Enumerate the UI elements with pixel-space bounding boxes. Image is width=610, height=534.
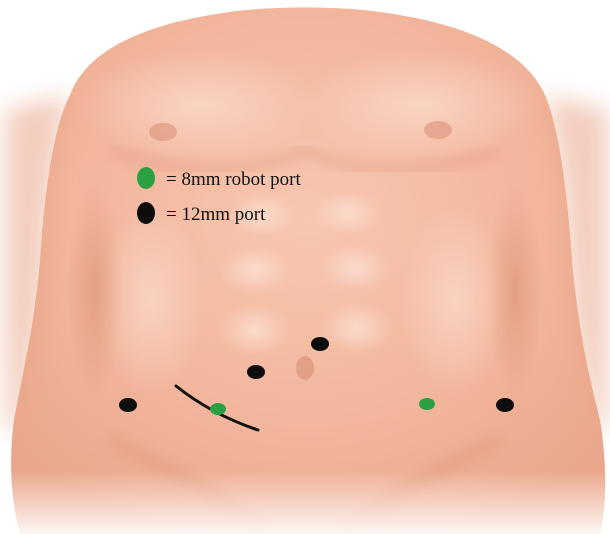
standard-port-periumbilical xyxy=(311,337,329,351)
legend-standard-port-swatch xyxy=(137,202,155,224)
legend-standard-port-label: = 12mm port xyxy=(166,204,266,225)
right-flank-shadow xyxy=(487,180,543,400)
standard-port-right-flank xyxy=(496,398,514,412)
ab-segment-2-right xyxy=(319,244,391,292)
umbilicus xyxy=(296,356,314,380)
left-nipple xyxy=(149,123,177,141)
left-flank-shadow xyxy=(67,180,123,400)
right-nipple xyxy=(424,121,452,139)
legend-robot-port-swatch xyxy=(137,167,155,189)
torso-illustration xyxy=(0,8,610,534)
ab-segment-2-left xyxy=(219,246,291,294)
right-pectoral-highlight xyxy=(300,50,540,160)
standard-port-left-flank xyxy=(119,398,137,412)
left-pectoral-highlight xyxy=(80,50,320,160)
standard-port-left-upper xyxy=(247,365,265,379)
bottom-fade xyxy=(0,470,610,534)
legend-robot-port-label: = 8mm robot port xyxy=(166,169,301,190)
robot-port-left xyxy=(210,403,226,415)
ab-segment-1-right xyxy=(314,191,382,235)
robot-port-right xyxy=(419,398,435,410)
ab-segment-3-left xyxy=(219,304,291,356)
ab-segment-3-right xyxy=(321,302,393,354)
